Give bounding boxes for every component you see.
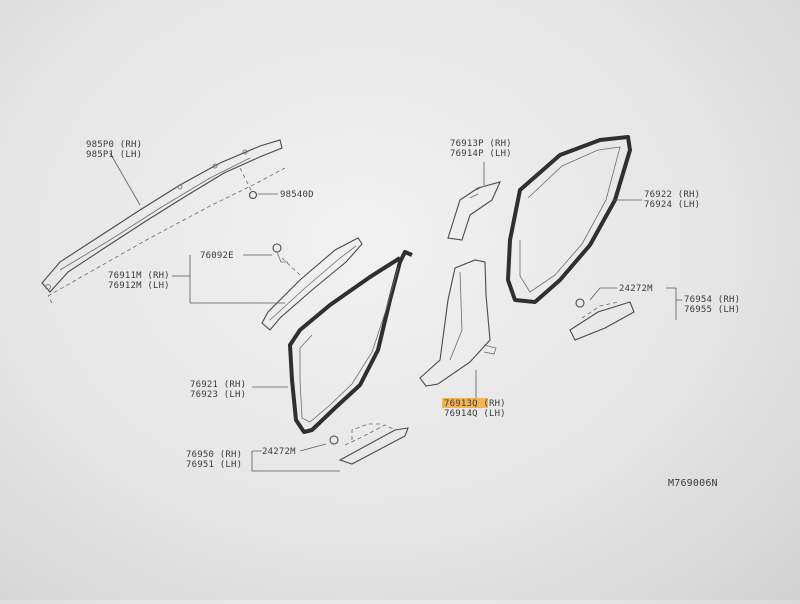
clip-24272m-left-part xyxy=(329,435,339,445)
callout-front-weatherstrip-lh: 76923 (LH) xyxy=(190,390,246,400)
callout-clip-76092e: 76092E xyxy=(200,251,234,261)
clip-76092e-part xyxy=(272,243,301,276)
curtain-airbag-part xyxy=(41,139,286,304)
clip-24272m-right-part xyxy=(575,298,585,308)
airbag-leader xyxy=(109,152,141,206)
lower-b-pillar-part xyxy=(419,259,497,387)
callout-clip-24272m-left: 24272M xyxy=(262,447,296,457)
callout-front-sill-lh: 76951 (LH) xyxy=(186,460,242,470)
rear-sill-part xyxy=(569,301,635,341)
callout-rear-sill-rh: 76954 (RH) xyxy=(684,295,740,305)
front-sill-part xyxy=(338,423,409,465)
callout-rear-weatherstrip-lh: 76924 (LH) xyxy=(644,200,700,210)
rear-weatherstrip-part xyxy=(506,135,632,304)
callout-front-sill-rh: 76950 (RH) xyxy=(186,450,242,460)
highlight-mark xyxy=(442,398,488,408)
callout-a-pillar-lh: 76912M (LH) xyxy=(108,281,170,291)
a-pillar-garnish-part xyxy=(261,237,363,331)
callout-rear-weatherstrip-rh: 76922 (RH) xyxy=(644,190,700,200)
callout-a-pillar-rh: 76911M (RH) xyxy=(108,271,170,281)
callout-rear-sill-lh: 76955 (LH) xyxy=(684,305,740,315)
diagram-code: M769006N xyxy=(668,478,718,489)
callout-airbag-lh: 985P1 (LH) xyxy=(86,150,142,160)
callout-clip-24272m-right: 24272M xyxy=(619,284,653,294)
callout-upper-b-pillar-rh: 76913P (RH) xyxy=(450,139,512,149)
front-weatherstrip-part xyxy=(288,250,413,434)
callout-front-weatherstrip-rh: 76921 (RH) xyxy=(190,380,246,390)
callout-lower-b-pillar-rh: 76913Q (RH) xyxy=(444,399,506,409)
callout-lower-b-pillar-lh: 76914Q (LH) xyxy=(444,409,506,419)
callout-airbag-rh: 985P0 (RH) xyxy=(86,140,142,150)
clip-98540d-part xyxy=(239,167,258,200)
callout-upper-b-pillar-lh: 76914P (LH) xyxy=(450,149,512,159)
upper-b-pillar-part xyxy=(447,181,501,241)
callout-clip-98540d: 98540D xyxy=(280,190,314,200)
